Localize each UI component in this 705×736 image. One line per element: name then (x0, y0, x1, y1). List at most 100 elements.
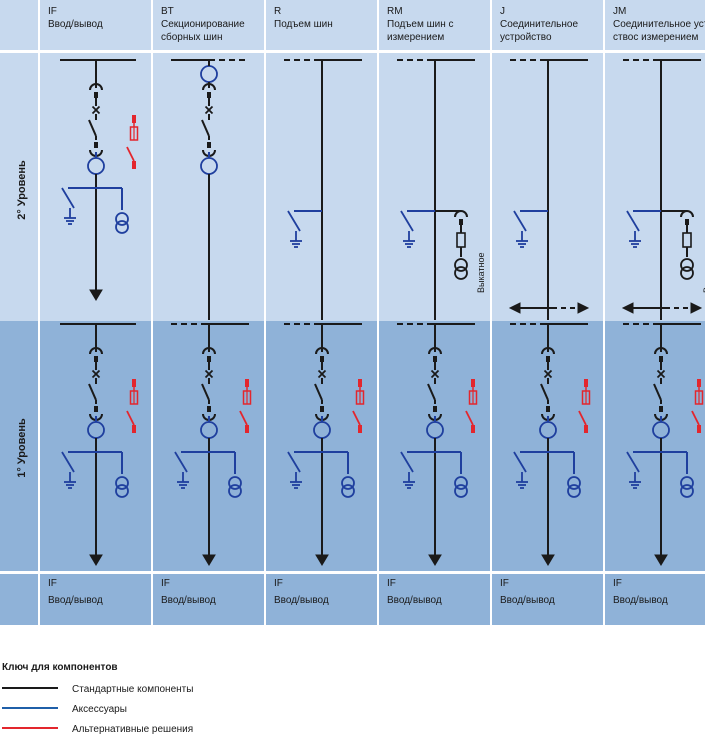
arrow-right-icon (690, 302, 703, 314)
plug-pin-icon (546, 406, 550, 412)
plug-pin-icon (459, 219, 463, 225)
switch-blade-icon (540, 383, 549, 401)
column-code: J (500, 6, 505, 17)
column-title-line2: измерением (387, 32, 444, 43)
column-title-line1: Подъем шин (274, 19, 333, 30)
column-header-bg (492, 0, 603, 50)
legend-label-accessory: Аксессуары (72, 704, 127, 715)
footer-code: IF (161, 578, 170, 589)
plug-pin-icon (433, 356, 437, 362)
column-footer-bg (492, 574, 603, 625)
earth-switch-blade-icon (513, 210, 527, 232)
transformer-icon (454, 258, 468, 272)
plug-pin-icon (546, 356, 550, 362)
lower-level-bg (605, 321, 705, 571)
earth-switch-blade-icon (513, 451, 527, 473)
alt-contact-icon (132, 379, 136, 387)
alt-contact-icon (584, 379, 588, 387)
outgoing-arrow-icon (654, 554, 668, 566)
footer-name: Ввод/вывод (48, 595, 103, 606)
breaker-cross-icon (317, 369, 327, 379)
outgoing-arrow-icon (89, 289, 103, 301)
alt-contact-icon (132, 115, 136, 123)
breaker-cross-icon (204, 105, 214, 115)
plug-pin-icon (94, 356, 98, 362)
header-strip-left (0, 0, 38, 50)
breaker-cross-icon (91, 105, 101, 115)
transformer-icon (567, 476, 581, 490)
plug-pin-icon (207, 356, 211, 362)
breaker-cross-icon (543, 369, 553, 379)
alt-switch-blade-icon (691, 410, 700, 426)
footer-code: IF (274, 578, 283, 589)
alt-contact-icon (697, 379, 701, 387)
footer-name: Ввод/вывод (613, 595, 668, 606)
plug-pin-icon (659, 406, 663, 412)
column-title-line1: Секционирование (161, 19, 245, 30)
transformer-icon (680, 266, 694, 280)
switch-blade-icon (201, 383, 210, 401)
breaker-cross-icon (91, 369, 101, 379)
alt-switch-blade-icon (465, 410, 474, 426)
switch-blade-icon (427, 383, 436, 401)
alt-contact-icon (697, 425, 701, 433)
footer-name: Ввод/вывод (274, 595, 329, 606)
column-header-bg (379, 0, 490, 50)
footer-code: IF (48, 578, 57, 589)
plug-pin-icon (659, 356, 663, 362)
plug-pin-icon (320, 356, 324, 362)
legend-label-standard: Стандартные компоненты (72, 684, 193, 695)
switch-blade-icon (314, 383, 323, 401)
transformer-icon (341, 476, 355, 490)
outgoing-arrow-icon (428, 554, 442, 566)
earth-switch-blade-icon (61, 451, 75, 473)
outgoing-arrow-icon (541, 554, 555, 566)
plug-pin-icon (685, 219, 689, 225)
column-title-line1: Ввод/вывод (48, 19, 103, 30)
column-code: BT (161, 6, 174, 17)
alt-contact-icon (132, 425, 136, 433)
transformer-icon (454, 476, 468, 490)
outgoing-arrow-icon (202, 554, 216, 566)
column-footer-bg (605, 574, 705, 625)
column-code: IF (48, 6, 57, 17)
alt-switch-blade-icon (352, 410, 361, 426)
transformer-icon (454, 484, 468, 498)
withdrawable-note: Выкатное (476, 252, 486, 293)
outgoing-arrow-icon (89, 554, 103, 566)
switch-blade-icon (201, 119, 210, 137)
column-title-line1: Соединительное устрой (613, 19, 705, 30)
column-code: RM (387, 6, 403, 17)
withdrawable-note: Выкатное (702, 252, 705, 293)
alt-switch-blade-icon (239, 410, 248, 426)
footer-name: Ввод/вывод (500, 595, 555, 606)
transformer-icon (341, 484, 355, 498)
alt-contact-icon (132, 161, 136, 169)
column-footer-bg (40, 574, 151, 625)
footer-name: Ввод/вывод (387, 595, 442, 606)
upper-level-bg (605, 53, 705, 321)
alt-switch-blade-icon (126, 410, 135, 426)
alt-contact-icon (245, 379, 249, 387)
column-title-line2: ствос измерением (613, 32, 699, 43)
earth-switch-blade-icon (400, 210, 414, 232)
transformer-icon (115, 220, 129, 234)
breaker-cross-icon (204, 369, 214, 379)
level-label-lower: 1° Уровень (16, 418, 28, 478)
breaker-cross-icon (656, 369, 666, 379)
transformer-icon (680, 476, 694, 490)
plug-contact-icon (654, 347, 668, 355)
earth-switch-blade-icon (287, 451, 301, 473)
transformer-icon (228, 476, 242, 490)
plug-pin-icon (207, 142, 211, 148)
plug-pin-icon (433, 406, 437, 412)
column-header-bg (605, 0, 705, 50)
column-code: JM (613, 6, 626, 17)
earth-switch-blade-icon (400, 451, 414, 473)
column-header-bg (153, 0, 264, 50)
transformer-icon (228, 484, 242, 498)
